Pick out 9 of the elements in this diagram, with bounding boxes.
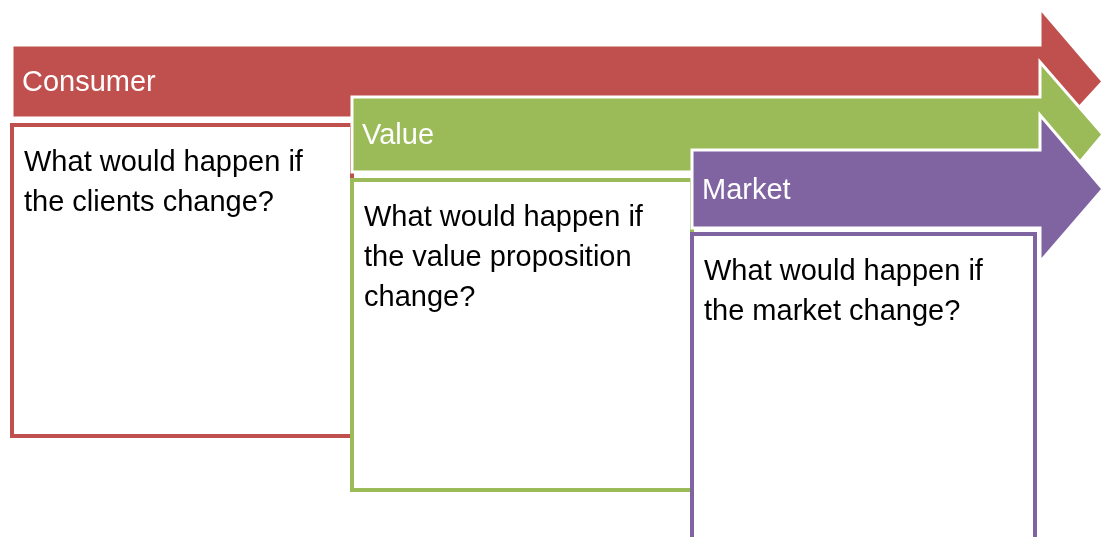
question-text: What would happen if the value proposition change? (364, 199, 644, 314)
banner-label: Market (702, 172, 791, 207)
question-box (350, 178, 694, 492)
question-text: What would happen if the market change? (704, 253, 984, 328)
question-text: What would happen if the clients change? (24, 144, 304, 219)
banner-label: Consumer (22, 64, 156, 99)
question-box (10, 123, 354, 438)
question-box (690, 232, 1037, 537)
banner-label: Value (362, 117, 435, 152)
